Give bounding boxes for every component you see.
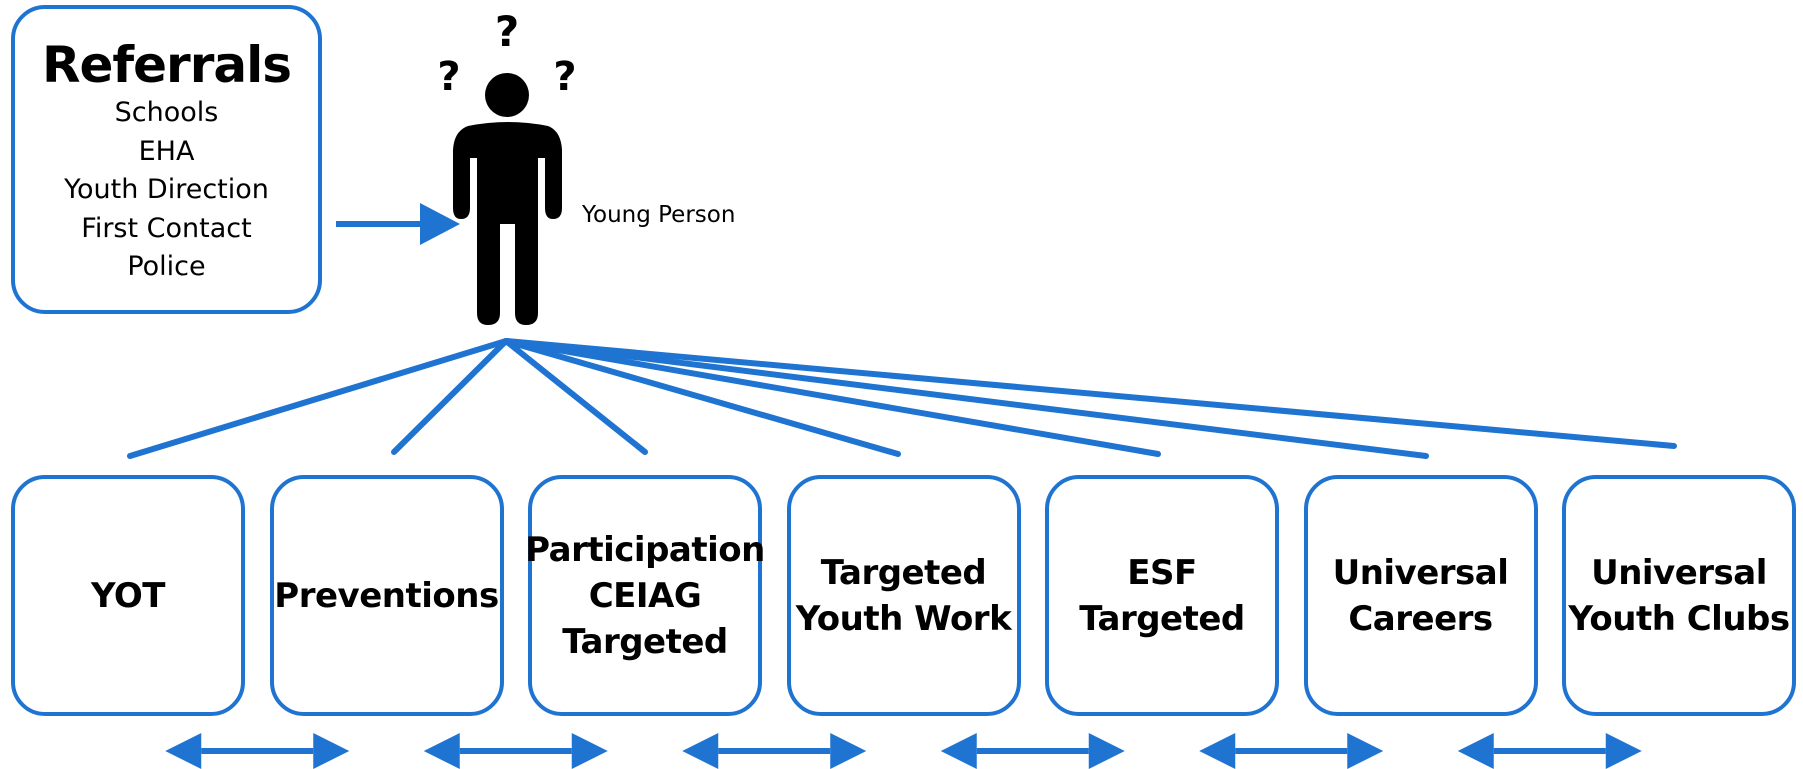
fan-line-targeted-youth-work	[503, 338, 901, 457]
double-arrow-icon	[165, 733, 350, 769]
service-label-line: Universal	[1591, 552, 1767, 593]
person-with-question-marks-icon: ? ? ?	[437, 7, 577, 325]
double-arrow-icon	[1457, 733, 1642, 769]
service-label-line: CEIAG	[588, 575, 702, 616]
double-arrow-icon	[940, 733, 1125, 769]
service-box: Preventions	[269, 475, 504, 716]
double-arrow-icon	[423, 733, 608, 769]
referrals-box: Referrals Schools EHA Youth Direction Fi…	[11, 5, 322, 314]
service-label-line: YOT	[90, 575, 166, 616]
referral-item: Youth Direction	[64, 174, 269, 206]
service-label-line: Preventions	[274, 575, 499, 616]
svg-text:?: ?	[553, 54, 576, 100]
service-label-line: Careers	[1348, 598, 1493, 639]
fan-line-esf	[503, 338, 1161, 457]
fan-line-participation	[503, 338, 648, 455]
double-arrow-icon	[682, 733, 867, 769]
service-label-line: ESF	[1127, 552, 1197, 593]
fan-lines	[127, 338, 1677, 459]
young-person-label: Young Person	[582, 202, 736, 228]
service-label-line: Universal	[1332, 552, 1509, 593]
fan-line-universal-youth-clubs	[503, 338, 1677, 449]
service-label-line: Targeted	[562, 621, 728, 662]
service-label-line: Targeted	[1079, 598, 1245, 639]
service-label-line: Targeted	[820, 552, 987, 593]
svg-text:?: ?	[495, 7, 519, 56]
fan-line-yot	[127, 338, 509, 459]
referral-item: Police	[127, 251, 206, 283]
referral-arrow	[336, 203, 460, 245]
service-box: ESF Targeted	[1045, 475, 1279, 716]
fan-line-preventions	[391, 338, 509, 455]
service-label-line: Participation	[525, 529, 765, 570]
referral-item: Schools	[114, 97, 219, 129]
fan-line-universal-careers	[503, 338, 1429, 459]
between-service-arrows	[165, 733, 1642, 769]
service-box: YOT	[11, 475, 245, 716]
service-label-line: Youth Work	[795, 598, 1012, 639]
referral-item: EHA	[138, 135, 195, 167]
service-label-line: Youth Clubs	[1568, 598, 1790, 639]
svg-text:?: ?	[437, 54, 460, 100]
double-arrow-icon	[1199, 733, 1384, 769]
referral-item: First Contact	[81, 212, 252, 244]
referrals-title: Referrals	[41, 36, 292, 95]
